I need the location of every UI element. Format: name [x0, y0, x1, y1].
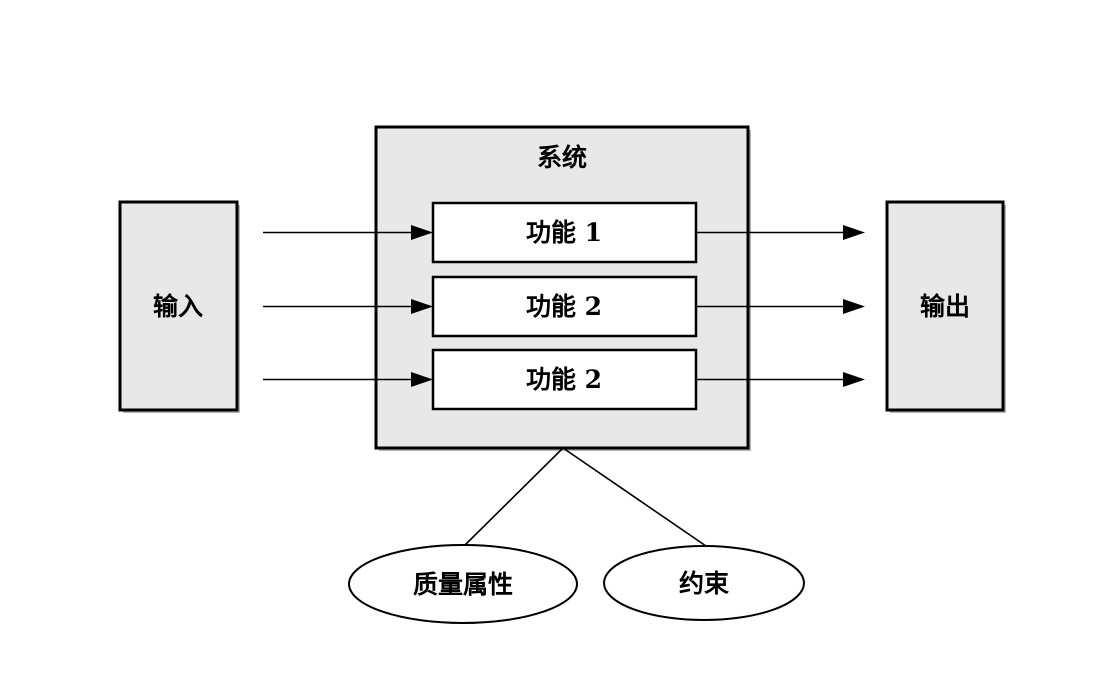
input-box — [118, 200, 239, 412]
input-arrowhead-2 — [411, 299, 433, 314]
constraints-connector-line — [562, 447, 707, 547]
function-box-1 — [431, 201, 698, 264]
input-label: 输入 — [153, 292, 203, 321]
input-arrowhead-1 — [411, 225, 433, 240]
function-label-1: 功能 1 — [526, 218, 602, 247]
output-box — [885, 200, 1005, 412]
output-arrowhead-3 — [843, 372, 865, 387]
constraints-ellipse — [603, 545, 805, 621]
quality-attributes-ellipse — [348, 544, 578, 624]
function-label-3: 功能 2 — [526, 365, 602, 394]
function-label-2: 功能 2 — [526, 292, 602, 321]
constraints-label: 约束 — [679, 569, 730, 598]
output-label: 输出 — [920, 292, 970, 321]
input-arrowhead-3 — [411, 372, 433, 387]
quality-connector-line — [463, 447, 564, 547]
output-arrowhead-1 — [843, 225, 865, 240]
function-box-3 — [431, 348, 698, 411]
output-arrowhead-2 — [843, 299, 865, 314]
function-box-2 — [431, 275, 698, 338]
system-title: 系统 — [537, 143, 587, 172]
quality-attributes-label: 质量属性 — [413, 570, 513, 599]
